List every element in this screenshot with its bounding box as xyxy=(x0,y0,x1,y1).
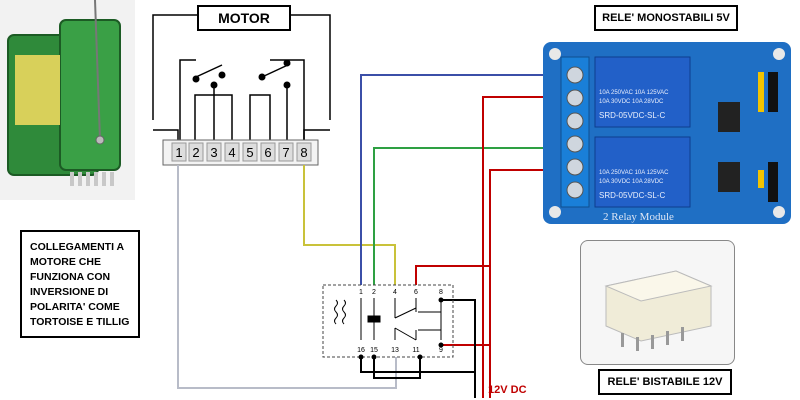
motor-terminal-8: 8 xyxy=(300,145,307,160)
motor-terminal-7: 7 xyxy=(282,145,289,160)
relay-pin-8: 8 xyxy=(439,289,443,296)
bistable-relay-drawing xyxy=(604,270,713,351)
relay2-model: SRD-05VDC-SL-C xyxy=(599,191,665,200)
relay-module-label: 2 Relay Module xyxy=(603,211,674,223)
motor-terminal-2: 2 xyxy=(192,145,199,160)
motor-terminal-4: 4 xyxy=(228,145,235,160)
motor-terminal-5: 5 xyxy=(246,145,253,160)
relay1-model: SRD-05VDC-SL-C xyxy=(599,111,665,120)
relay-pin-4: 4 xyxy=(393,289,397,296)
motor-terminal-1: 1 xyxy=(175,145,182,160)
black-wire-3 xyxy=(373,357,421,379)
tortoise-motor-photo xyxy=(0,0,135,200)
bistable-relay-title: RELE' BISTABILE 12V xyxy=(598,369,732,395)
relay2-rating-2: 10A 30VDC 10A 28VDC xyxy=(599,179,664,185)
relay-pin-9: 9 xyxy=(439,347,443,354)
relay-pin-6: 6 xyxy=(414,289,418,296)
motor-outline xyxy=(152,14,331,140)
switch-contacts xyxy=(192,59,291,89)
relay1-rating-2: 10A 30VDC 10A 28VDC xyxy=(599,99,664,105)
relay-module-board: 10A 250VAC 10A 125VAC 10A 30VDC 10A 28VD… xyxy=(543,42,791,224)
bistable-relay-photo xyxy=(580,240,735,365)
relay-pin-13: 13 xyxy=(391,347,399,354)
black-wire-2 xyxy=(360,357,475,373)
relay-pin-11: 11 xyxy=(412,347,419,354)
relay2-rating-1: 10A 250VAC 10A 125VAC xyxy=(599,170,669,176)
relay-pins-top: 1 2 4 6 8 xyxy=(359,289,443,296)
relay-terminal-dots xyxy=(358,297,444,360)
relay-pin-1: 1 xyxy=(359,289,363,296)
relay-pin-16: 16 xyxy=(357,347,365,354)
relay1-rating-1: 10A 250VAC 10A 125VAC xyxy=(599,90,669,96)
relay-pin-15: 15 xyxy=(370,347,378,354)
black-wire-1 xyxy=(441,299,476,398)
motor-terminal-6: 6 xyxy=(264,145,271,160)
relay-pins-bottom: 16 15 13 11 9 xyxy=(357,347,443,354)
grey-wire xyxy=(177,165,397,389)
relay-pin-2: 2 xyxy=(372,289,376,296)
motor-terminal-3: 3 xyxy=(210,145,217,160)
green-wire xyxy=(373,147,570,285)
red-wire-relay xyxy=(415,265,490,285)
blue-wire xyxy=(360,74,570,285)
yellow-wire xyxy=(303,165,396,285)
terminal-numbers: 1 2 3 4 5 6 7 8 xyxy=(171,142,312,162)
power-supply-label: 12V DC xyxy=(488,384,527,396)
relay-internals xyxy=(334,298,442,341)
monostable-relay-title: RELE' MONOSTABILI 5V xyxy=(594,5,738,31)
wiring-note: COLLEGAMENTI A MOTORE CHE FUNZIONA CON I… xyxy=(20,230,140,338)
motor-title: MOTOR xyxy=(197,5,291,31)
relay-schematic-box xyxy=(322,284,454,358)
red-wire-top xyxy=(482,96,570,398)
